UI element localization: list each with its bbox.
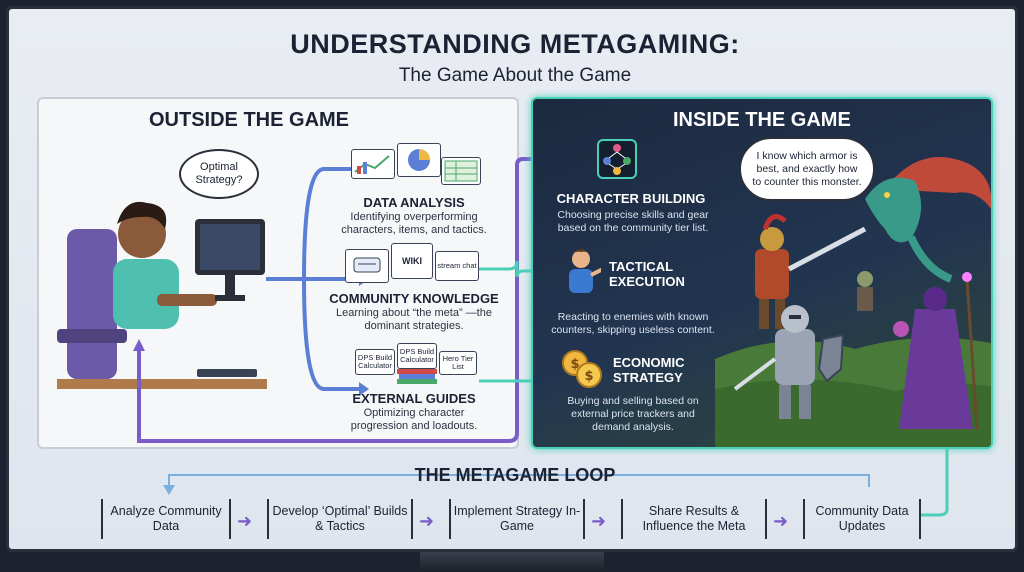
loop-arrow-icon: ➜ (773, 511, 789, 531)
chat-bubble-icon (345, 249, 389, 283)
coins-icon: $ $ (562, 350, 602, 388)
loop-heading: THE METAGAME LOOP (414, 465, 616, 485)
stream-chat-icon: stream chat (435, 251, 479, 281)
book-stack-icon (397, 369, 437, 384)
loop-step-implement: Implement Strategy In-Game (449, 499, 585, 539)
monitor-stand (420, 552, 604, 572)
desk (57, 379, 267, 389)
keyboard (197, 369, 257, 377)
page-title: UNDERSTANDING METAGAMING: (290, 29, 740, 59)
inside-heading: INSIDE THE GAME (673, 109, 851, 131)
loop-step-analyze: Analyze Community Data (101, 499, 231, 539)
pointing-person-icon (569, 249, 601, 293)
table-card-icon (441, 157, 481, 185)
data-analysis-desc: Identifying overperforming characters, i… (341, 211, 487, 236)
loop-step-community-updates: Community Data Updates (803, 499, 921, 539)
page-subtitle: The Game About the Game (398, 65, 632, 86)
economic-strategy-desc: Buying and selling based on external pri… (567, 395, 699, 433)
pie-card-icon (397, 143, 441, 177)
character-building-title: CHARACTER BUILDING (556, 191, 706, 206)
chart-card-icon (351, 149, 395, 179)
speech-bubble: I know which armor is best, and exactly … (739, 137, 875, 201)
wiki-icon: WIKI (391, 243, 433, 279)
loop-arrow-icon: ➜ (419, 511, 435, 531)
outside-heading: OUTSIDE THE GAME (149, 109, 350, 131)
loop-arrow-icon: ➜ (591, 511, 607, 531)
tier-list-icon: Hero Tier List (439, 351, 477, 375)
mage (893, 272, 979, 430)
inside-panel: INSIDE THE GAME CHARACTER BUILDING Choos… (531, 97, 993, 449)
dps-calculator-book-icon: DPS Build Calculator (397, 343, 437, 369)
warrior (755, 214, 867, 329)
knight (733, 305, 845, 419)
character-building-desc: Choosing precise skills and gear based o… (557, 209, 709, 234)
external-guides-desc: Optimizing character progression and loa… (350, 407, 478, 432)
gaming-chair (67, 229, 117, 379)
external-guides-title: EXTERNAL GUIDES (352, 391, 476, 406)
loop-arrow-icon: ➜ (237, 511, 253, 531)
dragon (865, 157, 991, 283)
thought-bubble: Optimal Strategy? (179, 149, 259, 199)
goblin (857, 271, 873, 311)
data-analysis-title: DATA ANALYSIS (363, 195, 465, 210)
loop-step-share: Share Results & Influence the Meta (621, 499, 767, 539)
monitor-screen: UNDERSTANDING METAGAMING: The Game About… (6, 6, 1018, 552)
economic-strategy-title: ECONOMIC STRATEGY (613, 355, 685, 385)
community-knowledge-title: COMMUNITY KNOWLEDGE (329, 291, 499, 306)
svg-text:$: $ (584, 369, 593, 384)
skill-tree-icon (597, 139, 637, 179)
tactical-execution-title: TACTICAL EXECUTION (609, 259, 685, 289)
svg-text:$: $ (570, 357, 579, 372)
outside-panel: OUTSIDE THE GAME Optimal Strategy? (37, 97, 519, 449)
loop-step-develop: Develop ‘Optimal’ Builds & Tactics (267, 499, 413, 539)
fantasy-battle-illustration (715, 157, 991, 447)
community-knowledge-desc: Learning about “the meta” —the dominant … (336, 307, 492, 332)
tactical-execution-desc: Reacting to enemies with known counters,… (551, 311, 715, 336)
gamer-illustration (57, 201, 267, 389)
dps-calculator-icon: DPS Build Calculator (355, 349, 395, 375)
